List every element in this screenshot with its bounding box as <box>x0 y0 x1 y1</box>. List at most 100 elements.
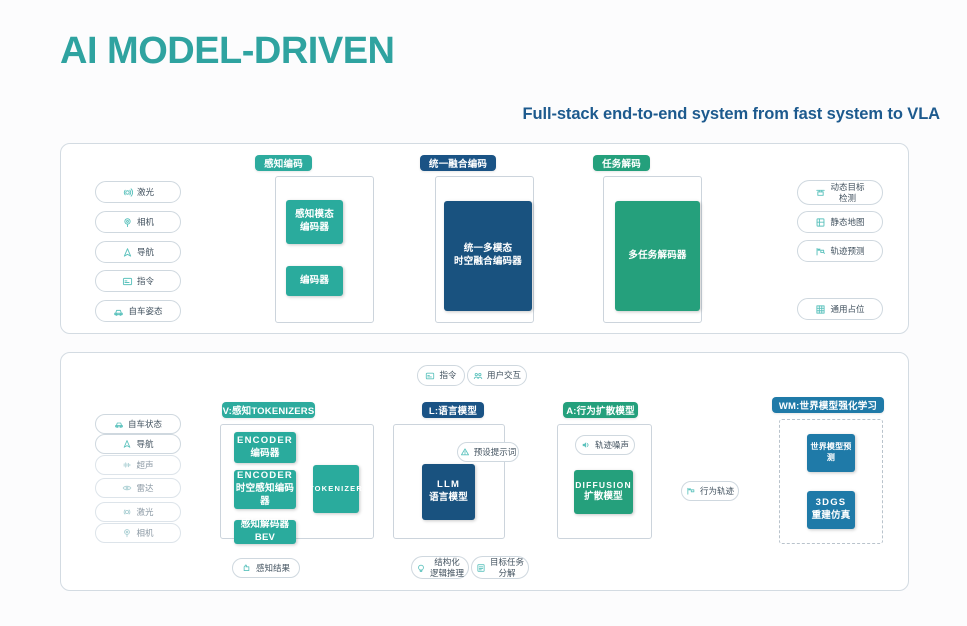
box-diffusion[interactable]: DIFFUSION 扩散模型 <box>574 470 633 514</box>
box-line-2: BEV <box>254 532 276 543</box>
prompt-icon <box>460 447 470 457</box>
input-radar[interactable]: 雷达 <box>95 478 181 498</box>
command-icon <box>122 276 133 287</box>
map-icon <box>815 217 826 228</box>
ultrasonic-icon <box>122 460 132 470</box>
box-unified-fusion-encoder[interactable]: 统一多模态 时空融合编码器 <box>444 201 532 311</box>
input-ego-state[interactable]: 自车状态 <box>95 414 181 434</box>
bottom-group-language <box>393 424 505 539</box>
output-occupancy[interactable]: 通用占位 <box>797 298 883 320</box>
top-group-fusion <box>435 176 534 323</box>
box-perception-modality-encoder[interactable]: 感知模态 编码器 <box>286 200 343 244</box>
badge-fusion-encoding: 统一融合编码 <box>420 155 496 171</box>
top-group-perception <box>275 176 374 323</box>
input-command-bottom[interactable]: 指令 <box>417 365 465 386</box>
reasoning-icon <box>416 563 426 573</box>
output-object-detection[interactable]: 动态目标检测 <box>797 180 883 205</box>
input-label: 指令 <box>136 275 154 286</box>
prompt-preset[interactable]: 预设提示词 <box>457 442 519 462</box>
radar-icon <box>122 483 132 493</box>
input-user-interaction[interactable]: 用户交互 <box>467 365 527 386</box>
input-label: 雷达 <box>136 482 154 493</box>
input-ultrasonic[interactable]: 超声 <box>95 455 181 475</box>
input-label: 激光 <box>136 186 154 197</box>
box-line-1: 编码器 <box>299 274 330 286</box>
command-icon <box>425 371 435 381</box>
input-label: 激光 <box>136 506 154 517</box>
box-line-1: 多任务解码器 <box>628 249 687 261</box>
page-subtitle: Full-stack end-to-end system from fast s… <box>522 105 941 123</box>
input-navigation[interactable]: 导航 <box>95 241 181 263</box>
bottom-panel <box>60 352 909 591</box>
input-label: 导航 <box>136 246 154 257</box>
box-line-en: DIFFUSION <box>575 479 632 490</box>
badge-world-model-rl: WM:世界模型强化学习 <box>772 397 884 413</box>
box-line-cn: 编码器 <box>250 447 280 459</box>
box-line-1: 3DGS <box>815 497 847 509</box>
box-encoder-spatiotemporal[interactable]: ENCODER 时空感知编码器 <box>234 470 296 509</box>
input-label: 超声 <box>136 459 154 470</box>
lidar-icon <box>122 507 132 517</box>
input-label: 自车状态 <box>127 418 162 429</box>
box-line-2: 时空融合编码器 <box>454 256 522 267</box>
camera-icon <box>122 528 132 538</box>
output-label: 行为轨迹 <box>700 485 735 496</box>
badge-perception-encoding: 感知编码 <box>255 155 312 171</box>
input-navigation-bottom[interactable]: 导航 <box>95 434 181 454</box>
input-command[interactable]: 指令 <box>95 270 181 292</box>
users-icon <box>473 371 483 381</box>
output-label: 通用占位 <box>830 303 865 314</box>
output-label: 静态地图 <box>830 216 865 227</box>
output-perception-result[interactable]: 感知结果 <box>232 558 300 578</box>
output-task-decomposition[interactable]: 目标任务分解 <box>471 556 529 579</box>
box-line-en: ENCODER <box>237 470 293 482</box>
box-multitask-decoder[interactable]: 多任务解码器 <box>615 201 700 311</box>
input-camera[interactable]: 相机 <box>95 211 181 233</box>
box-line-1: 感知解码器 <box>240 519 290 531</box>
prompt-label: 预设提示词 <box>473 446 517 457</box>
input-laser-bottom[interactable]: 激光 <box>95 502 181 522</box>
box-encoder-a[interactable]: ENCODER 编码器 <box>234 432 296 463</box>
lidar-icon <box>122 187 133 198</box>
box-encoder[interactable]: 编码器 <box>286 266 343 296</box>
output-label: 结构化逻辑推理 <box>430 556 465 578</box>
noise-label: 轨迹噪声 <box>595 439 630 450</box>
box-line-cn: 时空感知编码器 <box>235 483 295 507</box>
box-line-cn: 扩散模型 <box>584 491 623 503</box>
navigation-icon <box>122 439 132 449</box>
input-ego-pose[interactable]: 自车姿态 <box>95 300 181 322</box>
box-3dgs-reconstruction[interactable]: 3DGS 重建仿真 <box>807 491 855 529</box>
input-label: 自车姿态 <box>128 305 163 316</box>
occupancy-icon <box>815 304 826 315</box>
task-decomposition-icon <box>476 563 486 573</box>
box-line-en: ENCODER <box>237 434 293 446</box>
trajectory-noise[interactable]: 轨迹噪声 <box>575 435 635 455</box>
box-bev-decoder[interactable]: 感知解码器 BEV <box>234 519 296 544</box>
box-world-model-prediction[interactable]: 世界模型预测 <box>807 434 855 472</box>
output-trajectory-prediction[interactable]: 轨迹预测 <box>797 240 883 262</box>
input-label: 相机 <box>136 216 154 227</box>
badge-action-diffusion: A:行为扩散模型 <box>563 402 638 418</box>
output-static-map[interactable]: 静态地图 <box>797 211 883 233</box>
bottom-group-vision <box>220 424 374 539</box>
output-action-trajectory[interactable]: 行为轨迹 <box>681 481 739 501</box>
output-structured-reasoning[interactable]: 结构化逻辑推理 <box>411 556 469 579</box>
input-laser[interactable]: 激光 <box>95 181 181 203</box>
box-llm[interactable]: LLM 语言模型 <box>422 464 475 520</box>
box-line-2: 重建仿真 <box>811 510 851 521</box>
input-label: 导航 <box>136 438 154 449</box>
box-line-cn: 语言模型 <box>429 492 468 503</box>
box-tokenizer[interactable]: TOKENIZER <box>309 465 362 513</box>
bottom-group-action <box>557 424 652 539</box>
object-detection-icon <box>815 187 826 198</box>
box-line-2: 编码器 <box>299 222 330 233</box>
output-label: 轨迹预测 <box>830 245 865 256</box>
output-label: 目标任务分解 <box>490 556 525 578</box>
trajectory-icon <box>815 246 826 257</box>
output-label: 感知结果 <box>255 562 290 573</box>
navigation-icon <box>122 247 133 258</box>
input-camera-bottom[interactable]: 相机 <box>95 523 181 543</box>
page-title: AI MODEL-DRIVEN <box>60 30 395 72</box>
badge-language-model: L:语言模型 <box>422 402 484 418</box>
